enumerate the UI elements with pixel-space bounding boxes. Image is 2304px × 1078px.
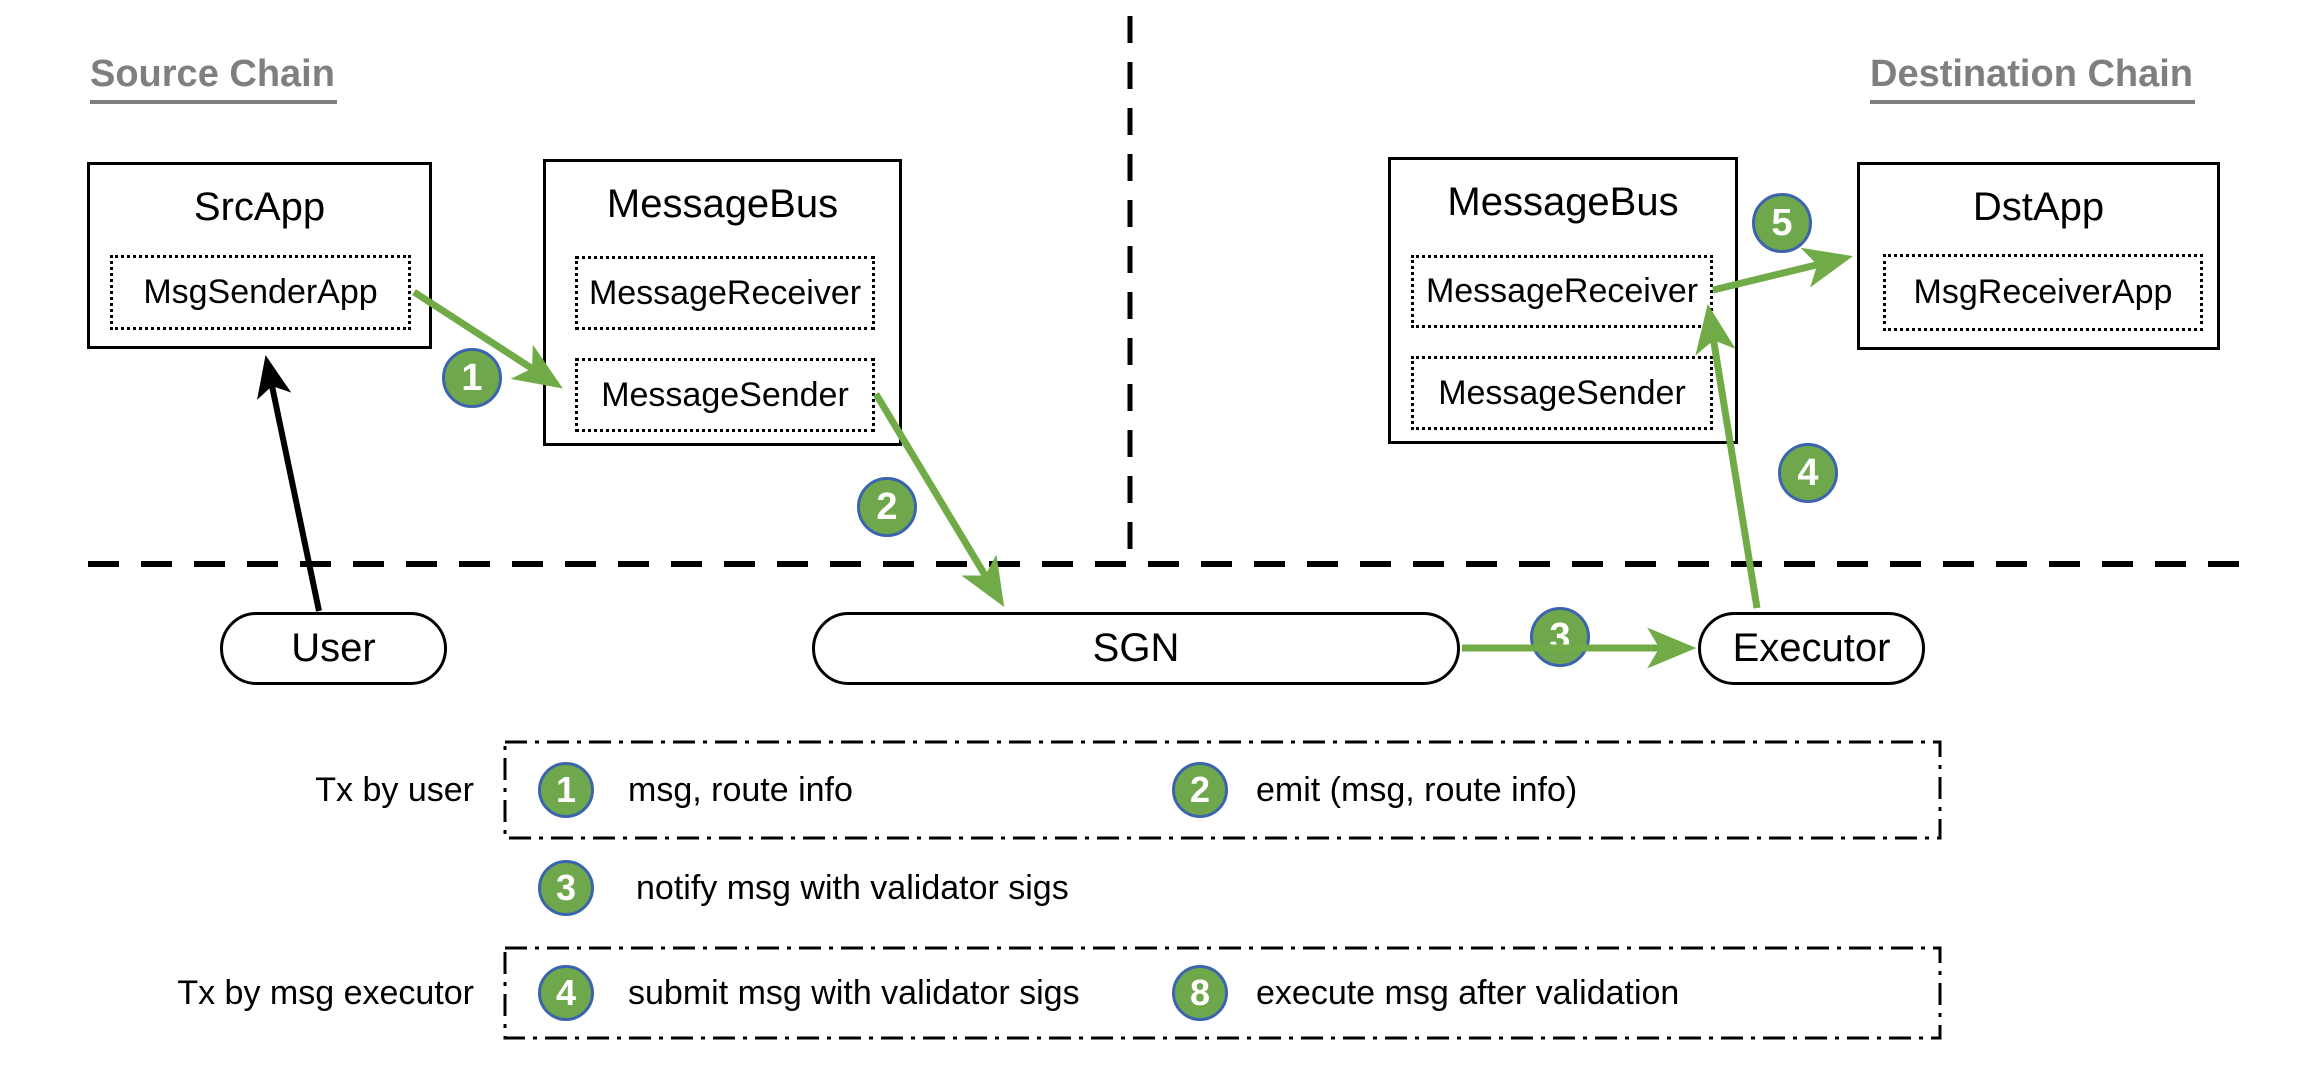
legend-row2-label: Tx by msg executor (177, 974, 474, 1012)
executor-pill: Executor (1698, 612, 1925, 685)
step-marker-4: 4 (1778, 443, 1838, 503)
message-bus-source-box: MessageBus MessageReceiver MessageSender (543, 159, 902, 446)
step-marker-5: 5 (1752, 193, 1812, 253)
sgn-pill: SGN (812, 612, 1460, 685)
message-receiver-source-box: MessageReceiver (575, 256, 875, 330)
src-app-box: SrcApp MsgSenderApp (87, 162, 432, 349)
legend-circle-5: 8 (1172, 965, 1228, 1021)
dst-app-box: DstApp MsgReceiverApp (1857, 162, 2220, 350)
legend-circle-1: 1 (538, 762, 594, 818)
source-chain-heading: Source Chain (90, 52, 337, 104)
legend-text-4: submit msg with validator sigs (628, 974, 1080, 1012)
legend-text-1: msg, route info (628, 771, 853, 809)
msg-receiver-app-box: MsgReceiverApp (1883, 254, 2203, 331)
message-bus-destination-title: MessageBus (1447, 180, 1679, 224)
message-receiver-destination-box: MessageReceiver (1411, 255, 1713, 328)
msg-sender-app-box: MsgSenderApp (110, 255, 411, 330)
step-marker-1: 1 (442, 348, 502, 408)
message-sender-source-box: MessageSender (575, 358, 875, 432)
legend-circle-3: 3 (538, 860, 594, 916)
src-app-title: SrcApp (193, 185, 326, 229)
step-marker-2: 2 (857, 477, 917, 537)
legend-circle-2: 2 (1172, 762, 1228, 818)
user-pill: User (220, 612, 447, 685)
legend-circle-4: 4 (538, 965, 594, 1021)
legend-text-2: emit (msg, route info) (1256, 771, 1578, 809)
arrow-user-to-srcapp (257, 355, 322, 612)
message-bus-source-title: MessageBus (606, 182, 839, 226)
legend-row1-label: Tx by user (315, 771, 474, 809)
message-sender-destination-box: MessageSender (1411, 356, 1713, 430)
legend-text-5: execute msg after validation (1256, 974, 1680, 1012)
legend-text-3: notify msg with validator sigs (636, 869, 1069, 907)
destination-chain-heading: Destination Chain (1870, 52, 2196, 104)
message-bus-destination-box: MessageBus MessageReceiver MessageSender (1388, 157, 1738, 444)
step-marker-3: 3 (1530, 607, 1590, 667)
dst-app-title: DstApp (1972, 185, 2105, 229)
